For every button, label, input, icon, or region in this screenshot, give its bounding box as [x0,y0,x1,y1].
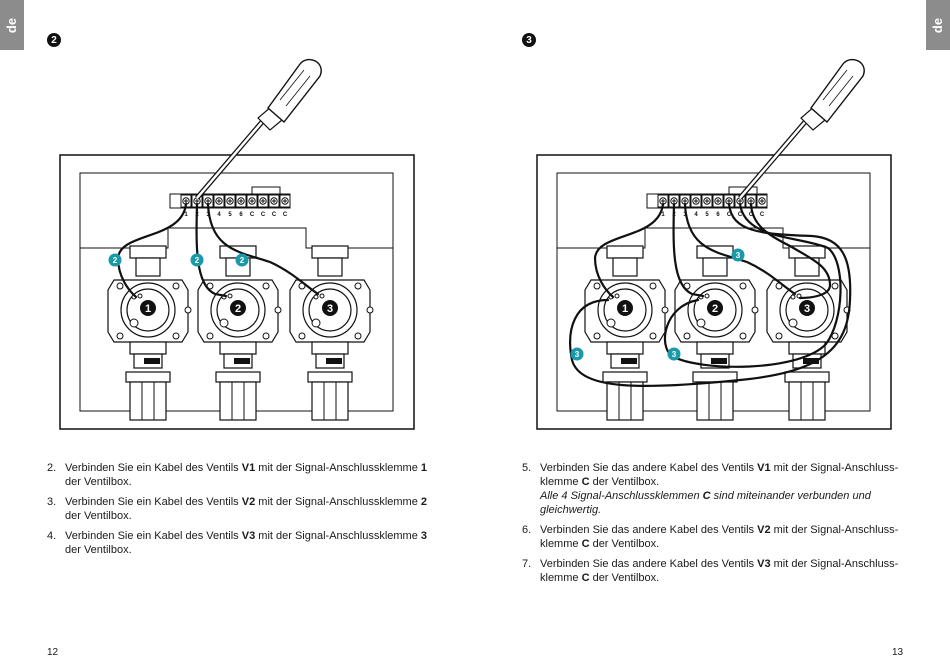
instruction-text: der Ventilbox. [589,476,660,488]
note-text: Alle 4 Signal-Anschlussklemmen [540,490,703,502]
instruction-text: mit der Signal-Anschluss- klemme [540,462,899,488]
terminal-ref: 3 [420,530,428,542]
terminal-label: 6 [239,212,243,218]
terminal-strip: 1 2 3 4 5 6 C C C C [169,186,291,218]
terminal-label: C [760,212,765,218]
instruction-item: 7. Verbinden Sie das andere Kabel des Ven… [522,557,902,585]
instruction-item: 6. Verbinden Sie das andere Kabel des Ven… [522,523,902,551]
terminal-label: C [749,212,754,218]
page-number-right: 13 [892,647,904,658]
callout-marker: 2 [195,256,200,265]
instruction-text: Verbinden Sie ein Kabel des Ventils [65,530,242,542]
language-tab-left: de [0,0,24,50]
valve-ref: V3 [241,530,256,542]
instruction-text: der Ventilbox. [589,538,660,550]
screwdriver-icon [738,58,865,200]
terminal-label: 4 [217,212,221,218]
instruction-text: Verbinden Sie ein Kabel des Ventils [65,462,242,474]
terminal-ref: C [581,572,590,584]
instruction-item: 5. Verbinden Sie das andere Kabel des Ven… [522,461,902,517]
valve-ref: V2 [241,496,256,508]
instructions-right: 5. Verbinden Sie das andere Kabel des Ven… [522,461,902,591]
callout-marker: 3 [736,251,741,260]
instruction-text: mit der Signal-Anschlussklemme [255,462,421,474]
terminal-label: 1 [661,212,665,218]
instruction-number: 7. [522,558,532,570]
instruction-item: 3. Verbinden Sie ein Kabel des Ventils V2… [47,495,427,523]
terminal-label: 6 [716,212,720,218]
instruction-text: mit der Signal-Anschluss- klemme [540,524,899,550]
terminal-label: C [272,212,277,218]
wiring-illustration: 1 2 3 4 5 6 C C C C [59,58,892,430]
terminal-label: 1 [184,212,188,218]
screwdriver-icon [195,58,322,200]
signal-wires [569,202,852,388]
callout-marker: 3 [672,350,677,359]
valve-number: 3 [327,303,333,315]
note-text: sind miteinander verbunden und gleichwer… [540,490,871,516]
instruction-item: 4. Verbinden Sie ein Kabel des Ventils V3… [47,529,427,557]
terminal-ref: 1 [420,462,428,474]
callout-marker: 3 [575,350,580,359]
instruction-number: 5. [522,462,532,474]
instruction-text: der Ventilbox. [65,476,132,488]
terminal-label: C [261,212,266,218]
instruction-text: Verbinden Sie das andere Kabel des Venti… [540,462,758,474]
callout-marker: 2 [113,256,118,265]
page-number-left: 12 [47,647,59,658]
valve-number: 1 [145,303,151,315]
instruction-number: 2. [47,462,57,474]
valve-number: 3 [804,303,810,315]
step-badge-left: 2 [47,33,61,47]
instruction-text: der Ventilbox. [65,544,132,556]
instruction-text: mit der Signal-Anschluss- klemme [540,558,899,584]
terminal-ref: C [581,538,590,550]
diagram-left: 1 2 3 4 5 6 C C C C [59,58,415,430]
terminal-label: C [283,212,288,218]
instruction-number: 6. [522,524,532,536]
language-tab-right: de [926,0,950,50]
valve-ref: V2 [757,524,771,536]
terminal-ref: 2 [420,496,428,508]
terminal-label: 4 [694,212,698,218]
callout-marker: 2 [240,256,245,265]
instruction-text: Verbinden Sie das andere Kabel des Venti… [540,558,758,570]
instruction-text: Verbinden Sie ein Kabel des Ventils [65,496,242,508]
instruction-note: Alle 4 Signal-Anschlussklemmen C sind mi… [540,489,902,517]
diagram-right: 1 2 3 4 5 6 C C C C [536,58,892,430]
instruction-number: 4. [47,530,57,542]
instruction-number: 3. [47,496,57,508]
valve-number: 1 [622,303,628,315]
instruction-text: der Ventilbox. [589,572,660,584]
terminal-label: C [738,212,743,218]
valve-ref: V1 [241,462,256,474]
terminal-label: C [727,212,732,218]
step-badge-right: 3 [522,33,536,47]
instruction-item: 2. Verbinden Sie ein Kabel des Ventils V1… [47,461,427,489]
valve-ref: V1 [757,462,771,474]
terminal-label: 5 [228,212,232,218]
instruction-text: der Ventilbox. [65,510,132,522]
terminal-ref: C [581,476,590,488]
instruction-text: Verbinden Sie das andere Kabel des Venti… [540,524,758,536]
terminal-label: 5 [705,212,709,218]
instructions-left: 2. Verbinden Sie ein Kabel des Ventils V1… [47,461,427,563]
terminal-ref: C [702,490,711,502]
instruction-text: mit der Signal-Anschlussklemme [255,496,421,508]
terminal-label: C [250,212,255,218]
instruction-text: mit der Signal-Anschlussklemme [255,530,421,542]
valve-ref: V3 [757,558,771,570]
valve-number: 2 [712,303,718,315]
valve-number: 2 [235,303,241,315]
